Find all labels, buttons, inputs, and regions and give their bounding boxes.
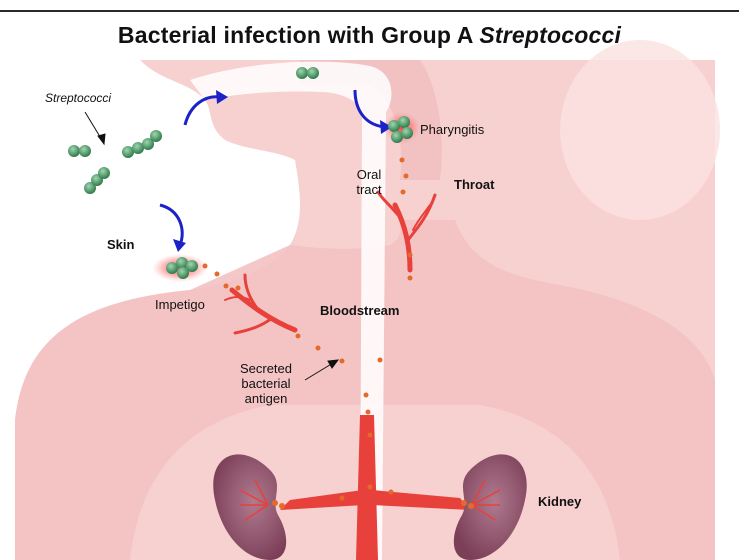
arrow-to-skin bbox=[160, 205, 182, 245]
label-oral-tract-line1: Oral bbox=[347, 167, 391, 182]
label-bloodstream: Bloodstream bbox=[320, 303, 399, 318]
bacteria-chain bbox=[122, 130, 162, 158]
label-secreted-antigen: Secreted bacterial antigen bbox=[228, 361, 304, 406]
label-skin: Skin bbox=[107, 237, 134, 252]
bacteria-chain bbox=[68, 145, 91, 157]
label-oral-tract: Oral tract bbox=[347, 167, 391, 197]
label-throat: Throat bbox=[454, 177, 494, 192]
bacteria-chain bbox=[84, 167, 110, 194]
label-streptococci: Streptococci bbox=[45, 91, 111, 106]
label-secreted-line1: Secreted bbox=[228, 361, 304, 376]
label-oral-tract-line2: tract bbox=[347, 182, 391, 197]
label-secreted-line2: bacterial bbox=[228, 376, 304, 391]
label-pharyngitis: Pharyngitis bbox=[420, 122, 484, 137]
label-secreted-line3: antigen bbox=[228, 391, 304, 406]
label-kidney: Kidney bbox=[538, 494, 581, 509]
label-impetigo: Impetigo bbox=[155, 297, 205, 312]
